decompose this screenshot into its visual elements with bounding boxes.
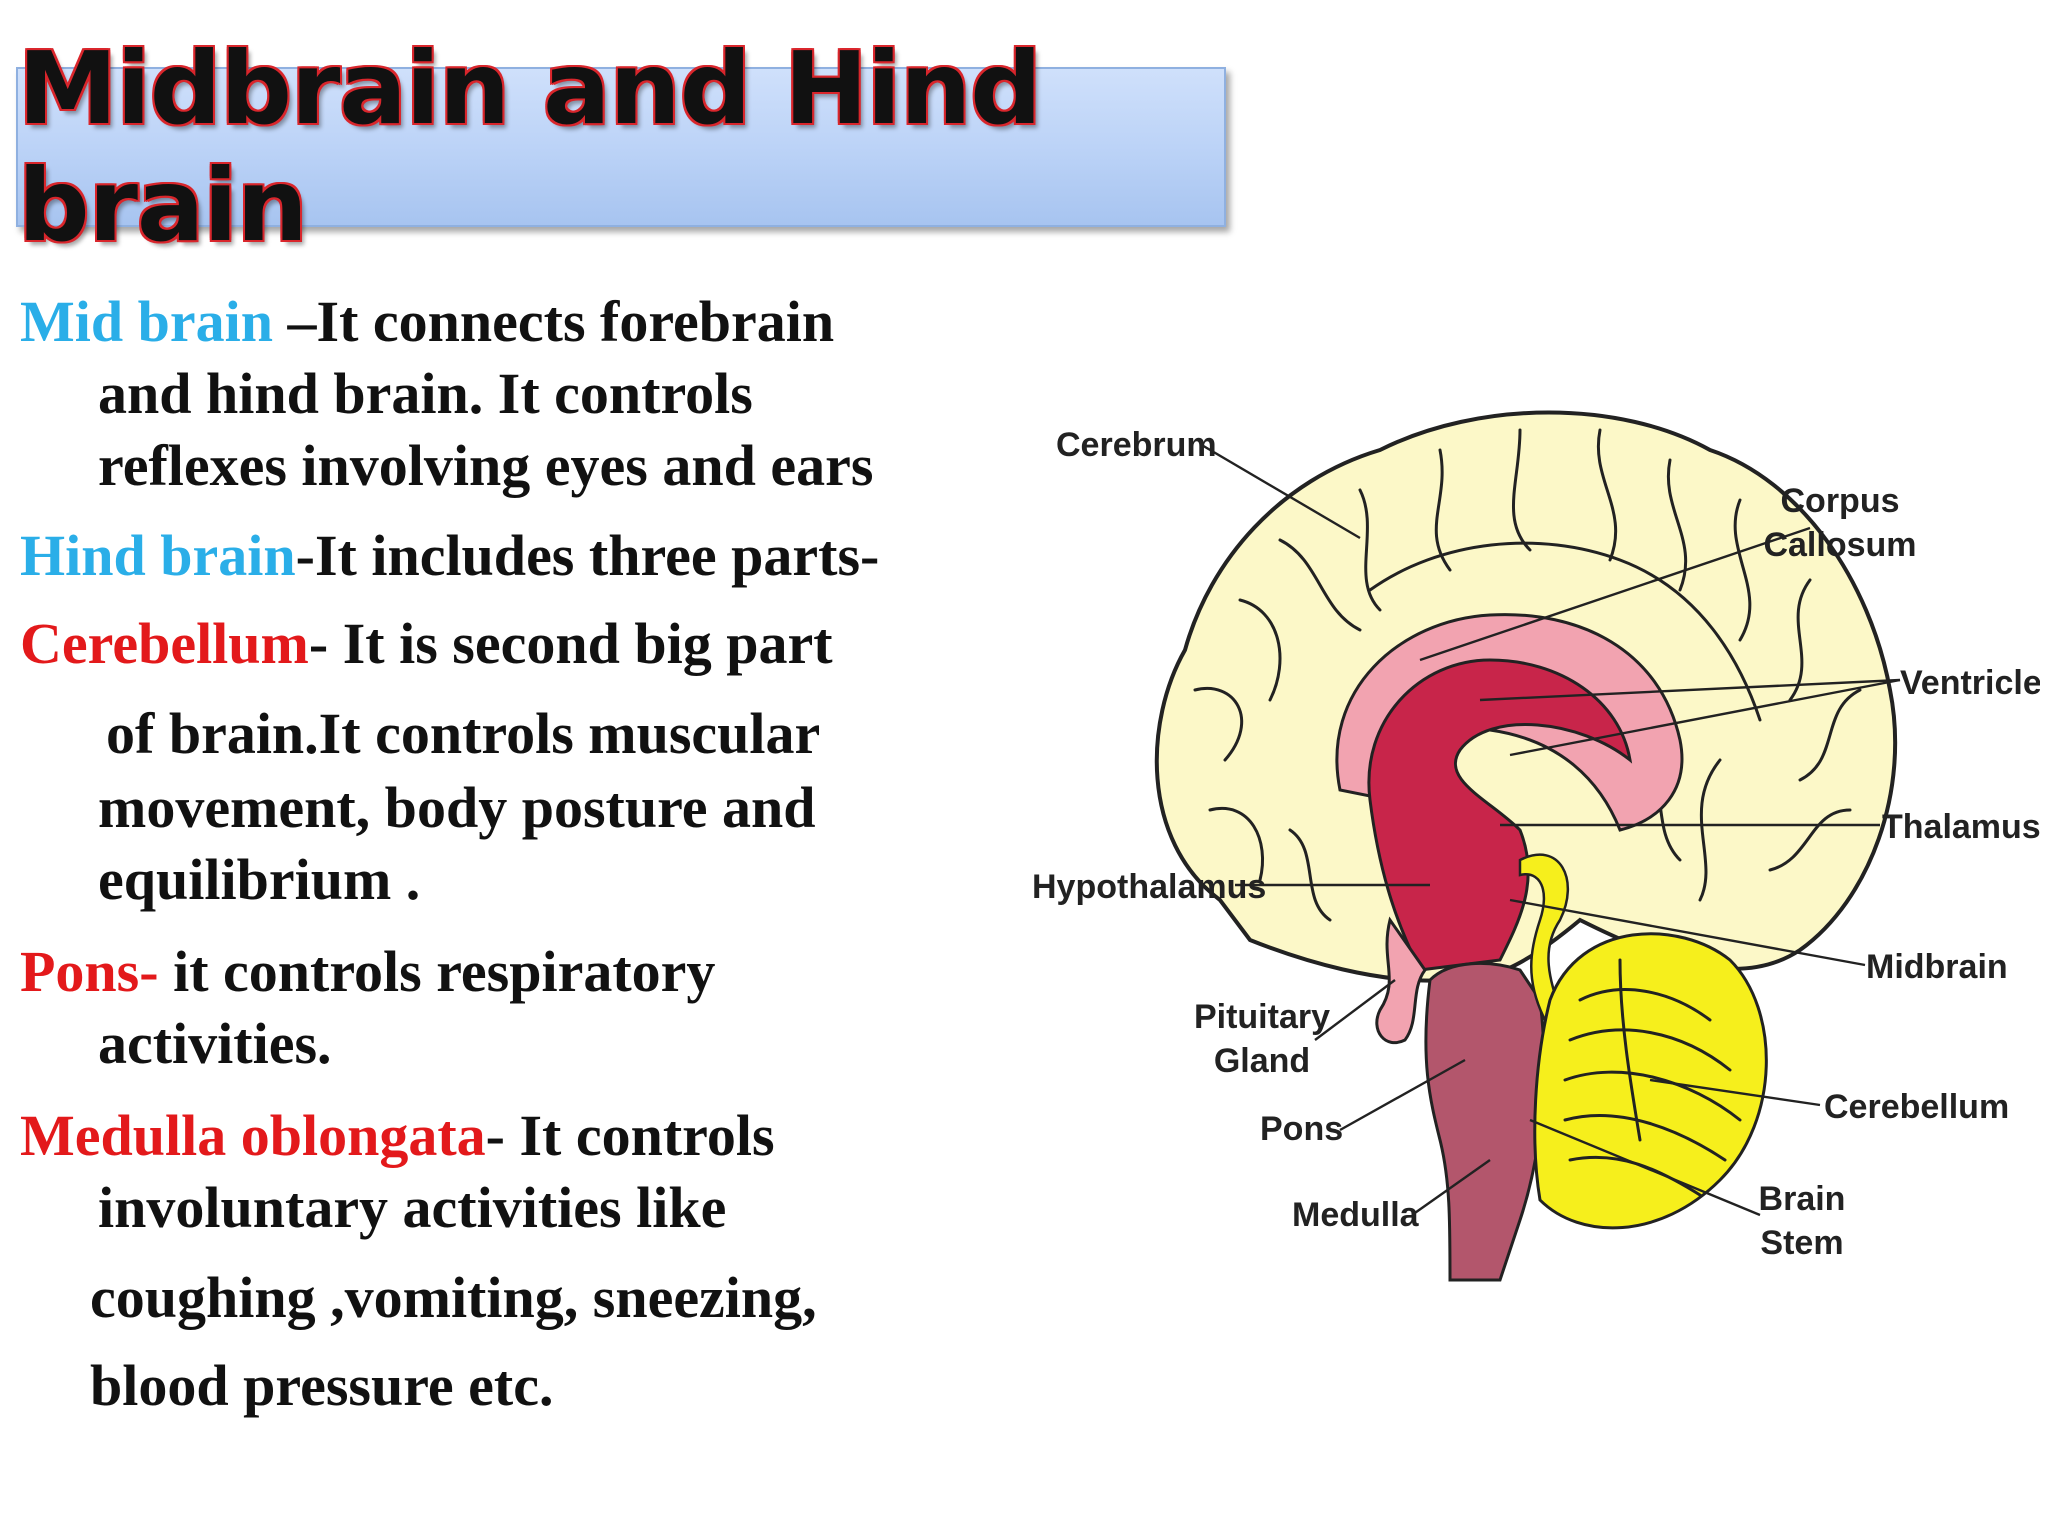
label-cerebellum: Cerebellum <box>1824 1088 2009 1126</box>
label-cerebrum: Cerebrum <box>1056 426 1217 464</box>
midbrain-text: –It connects forebrain <box>273 289 835 354</box>
label-ventricles: Ventricles <box>1900 664 2040 702</box>
medulla-text: - It controls <box>485 1103 775 1168</box>
ventricles-thalamus <box>1367 658 1633 972</box>
label-callosum: Callosum <box>1763 526 1916 564</box>
label-gland: Gland <box>1214 1042 1310 1080</box>
pons-text: it controls respiratory <box>158 939 716 1004</box>
page-title: Midbrain and Hind brain <box>18 30 1042 264</box>
hindbrain-text: -It includes three parts- <box>295 523 880 588</box>
midbrain-heading: Mid brain <box>20 289 273 354</box>
hindbrain-line: Hind brain-It includes three parts- <box>20 519 879 593</box>
label-thalamus: Thalamus <box>1882 808 2040 846</box>
text-line: equilibrium . <box>98 847 421 912</box>
text-line: blood pressure etc. <box>90 1353 554 1418</box>
title-banner: Midbrain and Hind brain <box>16 30 1226 264</box>
pituitary-gland <box>1375 916 1427 1045</box>
cerebellum-text: - It is second big part <box>308 611 833 676</box>
brain-diagram: Cerebrum Corpus Callosum Ventricles Thal… <box>1032 410 2040 1282</box>
brainstem-shape <box>1424 961 1546 1282</box>
leader-lines <box>1199 442 1901 1217</box>
text-line: movement, body posture and <box>98 775 816 840</box>
text-line: and hind brain. It controls <box>98 361 753 426</box>
label-corpus: Corpus <box>1781 482 1900 520</box>
hindbrain-heading: Hind brain <box>20 523 296 588</box>
label-stem: Stem <box>1760 1224 1843 1262</box>
label-pituitary: Pituitary <box>1194 998 1330 1036</box>
label-medulla: Medulla <box>1292 1196 1420 1234</box>
text-line: activities. <box>98 1011 332 1076</box>
text-line: of brain.It controls muscular <box>106 701 821 766</box>
pons-heading: Pons- <box>20 939 159 1004</box>
midbrain-line: Mid brain –It connects forebrain <box>20 285 834 359</box>
diagram-labels: Cerebrum Corpus Callosum Ventricles Thal… <box>1032 426 2040 1262</box>
medulla-heading: Medulla oblongata <box>20 1103 486 1168</box>
medulla-line: Medulla oblongata- It controls <box>20 1099 775 1173</box>
label-midbrain: Midbrain <box>1866 948 2008 986</box>
text-line: coughing ,vomiting, sneezing, <box>90 1265 817 1330</box>
gyri-lines <box>1193 428 1862 922</box>
label-brain: Brain <box>1759 1180 1846 1218</box>
pons-line: Pons- it controls respiratory <box>20 935 715 1009</box>
cerebellum-line: Cerebellum- It is second big part <box>20 607 833 681</box>
label-hypothalamus: Hypothalamus <box>1032 868 1266 906</box>
cerebellum-heading: Cerebellum <box>20 611 309 676</box>
text-line: reflexes involving eyes and ears <box>98 433 874 498</box>
label-pons: Pons <box>1260 1110 1343 1148</box>
text-line: involuntary activities like <box>98 1175 727 1240</box>
